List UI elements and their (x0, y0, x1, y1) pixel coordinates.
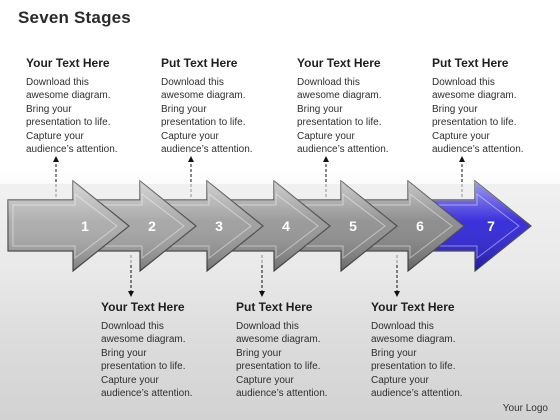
block-body: Download this awesome diagram. Bring you… (371, 321, 463, 400)
stage-number-1: 1 (81, 218, 89, 234)
stage-arrow-1: 1 (7, 179, 130, 273)
block-body: Download this awesome diagram. Bring you… (297, 77, 389, 156)
stage-arrow-shading (410, 181, 531, 271)
text-block-top-2: Put Text Here Download this awesome diag… (161, 56, 279, 156)
stage-arrow-shading (8, 181, 129, 271)
stage-arrow-5: 5 (274, 179, 398, 273)
stage-arrow-2: 2 (73, 179, 197, 273)
text-block-bottom-1: Your Text Here Download this awesome dia… (101, 300, 219, 400)
arrow-group: 7 6 5 4 3 2 1 (7, 179, 532, 273)
stage-arrow-shading (142, 181, 263, 271)
block-heading: Put Text Here (236, 300, 313, 314)
slide-title: Seven Stages (18, 8, 131, 27)
stage-number-5: 5 (349, 218, 357, 234)
stage-arrow-shading (75, 181, 196, 271)
stage-arrow-bevel (12, 192, 118, 260)
stage-arrow-shading (343, 181, 464, 271)
text-block-top-3: Your Text Here Download this awesome dia… (297, 56, 415, 156)
logo-text: Your Logo (502, 403, 548, 414)
stage-arrow-4: 4 (207, 179, 331, 273)
block-heading: Your Text Here (371, 300, 455, 314)
block-body: Download this awesome diagram. Bring you… (26, 77, 118, 156)
stage-number-7: 7 (487, 218, 495, 234)
stage-arrow-shading (209, 181, 330, 271)
stage-number-2: 2 (148, 218, 156, 234)
stage-arrow-3: 3 (140, 179, 264, 273)
stage-number-3: 3 (215, 218, 223, 234)
stage-arrow-7: 7 (408, 179, 532, 273)
text-block-top-4: Put Text Here Download this awesome diag… (432, 56, 550, 156)
stage-number-6: 6 (416, 218, 424, 234)
block-body: Download this awesome diagram. Bring you… (161, 77, 253, 156)
block-heading: Put Text Here (161, 56, 238, 70)
stage-arrow-6: 6 (341, 179, 465, 273)
block-heading: Your Text Here (26, 56, 110, 70)
stage-arrow-shading (276, 181, 397, 271)
stage-number-4: 4 (282, 218, 290, 234)
block-heading: Put Text Here (432, 56, 509, 70)
text-block-bottom-2: Put Text Here Download this awesome diag… (236, 300, 354, 400)
block-body: Download this awesome diagram. Bring you… (236, 321, 328, 400)
block-body: Download this awesome diagram. Bring you… (101, 321, 193, 400)
block-heading: Your Text Here (297, 56, 381, 70)
block-heading: Your Text Here (101, 300, 185, 314)
text-block-bottom-3: Your Text Here Download this awesome dia… (371, 300, 489, 400)
text-block-top-1: Your Text Here Download this awesome dia… (26, 56, 144, 156)
block-body: Download this awesome diagram. Bring you… (432, 77, 524, 156)
